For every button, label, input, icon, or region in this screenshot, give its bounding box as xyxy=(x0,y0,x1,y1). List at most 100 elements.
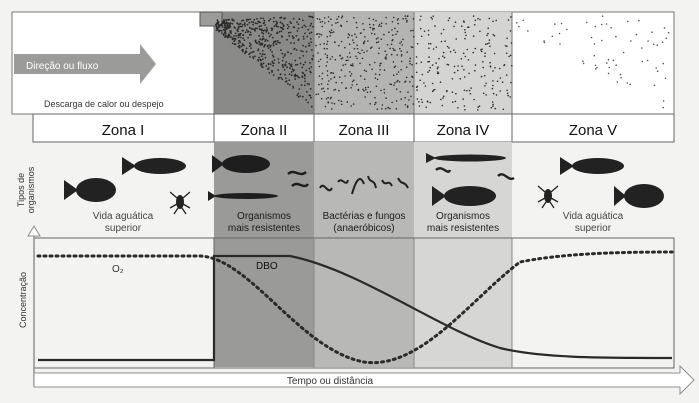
plume-dot xyxy=(594,64,597,67)
oxygen-curve-label: O₂ xyxy=(112,264,124,275)
plume-dot xyxy=(309,24,312,27)
plume-dot xyxy=(393,84,395,86)
plume-dot xyxy=(355,55,357,57)
plume-dot xyxy=(454,51,457,54)
plume-dot xyxy=(242,34,244,36)
plume-dot xyxy=(330,78,332,80)
x-axis-arrow: Tempo ou distância xyxy=(33,364,695,396)
plume-dot xyxy=(462,98,465,100)
plume-dot xyxy=(391,34,394,36)
plume-dot xyxy=(222,22,224,25)
plume-dot xyxy=(295,35,298,37)
plume-dot xyxy=(485,82,487,85)
plume-dot xyxy=(600,23,603,26)
plume-dot xyxy=(376,41,378,44)
plume-dot xyxy=(254,22,257,25)
plume-dot xyxy=(488,39,491,41)
plume-dot xyxy=(492,105,494,107)
zone-ii-organism-label-line1: Organismos xyxy=(237,211,291,222)
plume-dot xyxy=(273,25,276,28)
plume-dot xyxy=(363,40,366,43)
plume-dot xyxy=(357,88,360,91)
plume-dot xyxy=(489,45,491,48)
plume-dot xyxy=(326,70,329,72)
plume-dot xyxy=(356,57,358,60)
plume-dot xyxy=(289,67,291,69)
fish-icon xyxy=(432,186,496,206)
trout-icon xyxy=(560,157,624,175)
plume-dot xyxy=(412,85,414,87)
plume-dot xyxy=(351,34,353,37)
plume-dot xyxy=(225,35,227,38)
plume-dot xyxy=(292,36,295,39)
flow-arrow: Direção ou fluxo xyxy=(14,44,156,84)
plume-dot xyxy=(224,31,226,34)
plume-dot xyxy=(369,63,371,66)
plume-dot xyxy=(220,22,223,25)
plume-dot xyxy=(302,95,304,98)
plume-dot xyxy=(386,44,389,46)
plume-dot xyxy=(420,98,423,101)
plume-dot xyxy=(440,40,443,43)
plume-dot xyxy=(249,43,252,46)
plume-dot xyxy=(509,96,512,98)
plume-dot xyxy=(272,20,275,23)
plume-dot xyxy=(237,23,240,26)
plume-dot xyxy=(400,60,403,63)
plume-dot xyxy=(329,31,332,34)
plume-dot xyxy=(309,15,312,18)
plume-dot xyxy=(231,37,234,39)
plume-dot xyxy=(321,78,324,80)
plume-dot xyxy=(605,62,608,64)
plume-dot xyxy=(256,17,258,20)
plume-dot xyxy=(287,31,290,34)
plume-dot xyxy=(380,89,382,92)
zone-v-organism-label-line1: Vida aguática xyxy=(563,211,624,222)
plume-dot xyxy=(245,20,248,22)
plume-dot xyxy=(237,28,239,31)
zone-v-organisms: Vida aguática superior xyxy=(537,157,664,234)
plume-dot xyxy=(331,31,333,34)
plume-dot xyxy=(320,88,323,90)
plume-dot xyxy=(225,22,228,25)
plume-dot xyxy=(385,16,387,19)
plume-dot xyxy=(353,17,355,19)
plume-dot xyxy=(406,105,409,107)
plume-dot xyxy=(395,33,397,35)
plume-dot xyxy=(448,47,450,49)
plume-dot xyxy=(470,87,472,89)
plume-dot xyxy=(258,56,260,59)
plume-dot xyxy=(229,23,231,26)
plume-dot xyxy=(320,83,323,85)
plume-dot xyxy=(489,66,492,68)
plume-dot xyxy=(608,66,611,69)
plume-dot xyxy=(413,35,415,38)
plume-dot xyxy=(331,102,333,104)
plume-dot xyxy=(238,39,241,42)
plume-dot xyxy=(325,98,328,100)
plume-dot xyxy=(260,28,262,31)
plume-dot xyxy=(260,17,262,20)
plume-dot xyxy=(266,44,269,47)
plume-dot xyxy=(304,61,307,64)
organisms-axis-label-line1: Tipos de xyxy=(16,173,26,207)
plume-dot xyxy=(440,98,442,101)
plume-dot xyxy=(345,59,348,62)
plume-dot xyxy=(300,50,302,52)
plume-dot xyxy=(469,93,472,95)
plume-dot xyxy=(281,36,283,38)
plume-dot xyxy=(235,35,237,37)
plume-dot xyxy=(431,90,434,93)
plume-dot xyxy=(241,50,244,53)
zone-columns xyxy=(214,142,512,367)
plume-dot xyxy=(487,27,490,30)
plume-dot xyxy=(284,73,286,76)
plume-dot xyxy=(318,83,320,86)
plume-dot xyxy=(294,73,297,76)
plume-dot xyxy=(607,58,610,61)
plume-dot xyxy=(258,25,261,28)
plume-dot xyxy=(308,15,310,18)
plume-dot xyxy=(304,80,306,83)
plume-dot xyxy=(356,83,358,86)
plume-dot xyxy=(273,16,275,19)
